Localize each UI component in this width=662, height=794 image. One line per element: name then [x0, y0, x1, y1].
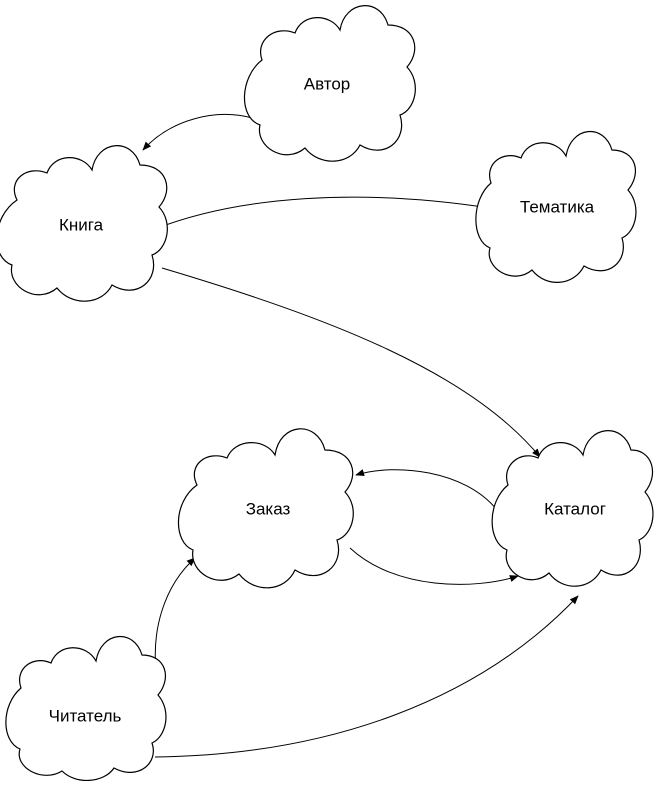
cloud-shape — [475, 131, 637, 283]
node-tematika: Тематика — [475, 131, 637, 283]
node-label: Книга — [59, 215, 104, 234]
node-katalog: Каталог — [491, 430, 654, 587]
edge-chitatel-zakaz — [154, 557, 196, 679]
node-label: Читатель — [49, 706, 122, 725]
cloud-shape — [5, 636, 167, 782]
cloud-shape — [0, 145, 168, 302]
cloud-shape — [243, 5, 416, 162]
edge-kniga-katalog — [161, 267, 541, 458]
node-label: Автор — [304, 74, 351, 93]
edge-chitatel-katalog — [154, 595, 579, 758]
node-label: Каталог — [544, 499, 606, 518]
node-kniga: Книга — [0, 145, 168, 302]
edge-zakaz-katalog — [349, 547, 519, 585]
node-avtor: Автор — [243, 5, 416, 162]
cloud-shape — [177, 428, 354, 589]
node-label: Заказ — [246, 499, 291, 518]
node-zakaz: Заказ — [177, 428, 354, 589]
node-label: Тематика — [520, 197, 595, 216]
edge-avtor-kniga — [142, 114, 253, 151]
edge-katalog-zakaz — [355, 469, 498, 511]
node-chitatel: Читатель — [5, 636, 167, 782]
edge-tematika-kniga — [154, 196, 491, 230]
nodes-layer: Автор Книга Тематика Заказ Каталог Читат… — [0, 5, 654, 782]
cloud-shape — [491, 430, 654, 587]
